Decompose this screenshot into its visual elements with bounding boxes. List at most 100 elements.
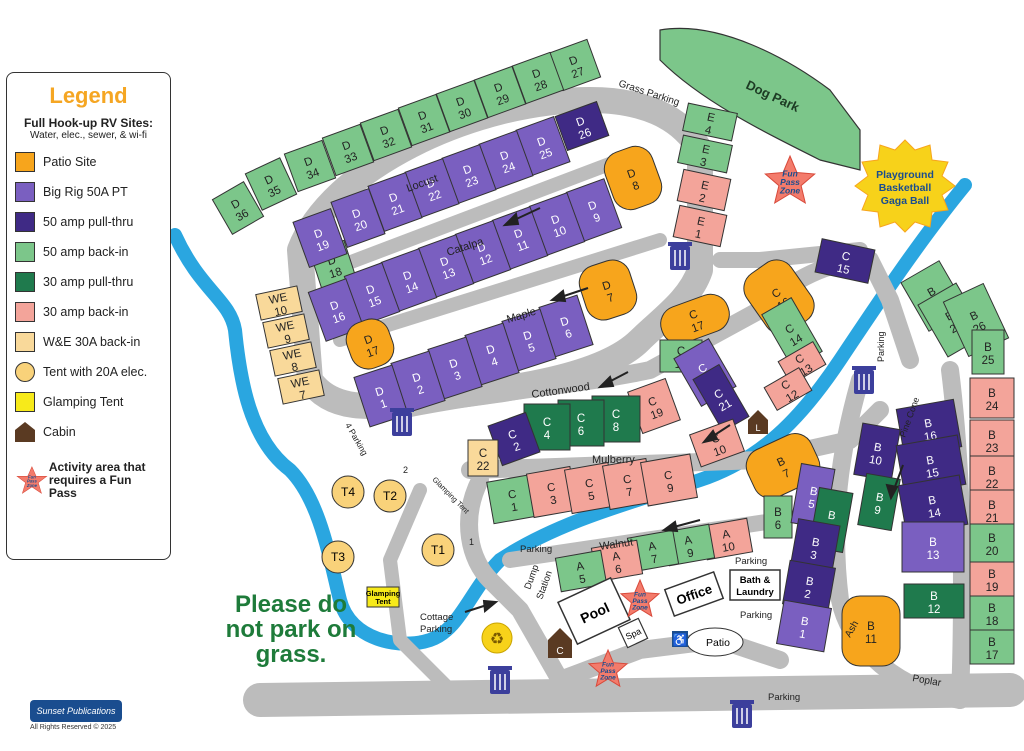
site-letter: D xyxy=(522,329,534,343)
site-number: 1 xyxy=(379,398,389,411)
site-d25: D25 xyxy=(515,115,571,177)
parking-2: 2 xyxy=(403,465,408,475)
site-shape xyxy=(682,102,738,142)
site-shape xyxy=(688,418,746,468)
site-number: 6 xyxy=(578,426,584,438)
site-d33: D33 xyxy=(321,123,375,177)
legend-subtitle: Full Hook-up RV Sites: xyxy=(23,116,154,130)
site-number: 12 xyxy=(928,604,941,616)
site-number: 6 xyxy=(614,563,622,576)
site-d7: D7 xyxy=(578,259,638,321)
site-letter: B xyxy=(805,575,815,588)
site-shape xyxy=(554,549,608,593)
legend-item-label: 50 amp back-in xyxy=(43,245,129,259)
site-shape xyxy=(578,259,638,321)
site-shape xyxy=(763,495,793,539)
site-letter: B xyxy=(988,466,996,478)
site-letter: D xyxy=(425,177,437,191)
site-c15: C15 xyxy=(814,238,876,284)
site-number: 18 xyxy=(986,616,999,628)
trash-cans xyxy=(390,242,876,728)
site-number: 22 xyxy=(986,479,999,491)
site-d8: D8 xyxy=(603,145,663,211)
cabin-c-label: C xyxy=(556,646,563,657)
site-number: 6 xyxy=(564,328,574,341)
recycle-icon xyxy=(481,622,513,654)
site-number: 28 xyxy=(533,79,549,95)
site-d16: D16 xyxy=(307,278,365,342)
funpass-star-icon: Fun Pass Zone xyxy=(16,466,48,494)
site-number: 9 xyxy=(686,547,694,560)
site-letter: B xyxy=(923,417,933,430)
site-d21: D21 xyxy=(367,171,423,233)
legend-swatch xyxy=(15,332,35,352)
fun-pass-text: Pass xyxy=(600,668,616,675)
site-number: 5 xyxy=(527,342,537,355)
playground-label: Playground xyxy=(876,169,934,181)
site-number: 15 xyxy=(367,295,383,311)
site-letter: D xyxy=(485,343,497,357)
site-number: 4 xyxy=(544,430,551,442)
site-number: 16 xyxy=(331,311,347,327)
site-letter: E xyxy=(706,111,716,124)
site-letter: B xyxy=(827,509,837,522)
site-letter: B xyxy=(809,485,819,498)
site-shape xyxy=(763,367,813,411)
fun-pass-text: Pass xyxy=(632,598,648,605)
site-number: 29 xyxy=(495,93,511,109)
site-letter: C xyxy=(546,481,556,494)
site-number: 19 xyxy=(649,407,665,423)
legend-swatch xyxy=(15,182,35,202)
site-d36: D36 xyxy=(211,180,265,236)
site-number: 3 xyxy=(699,156,708,169)
site-letter: D xyxy=(626,167,638,181)
site-number: 9 xyxy=(283,333,292,346)
site-number: 8 xyxy=(290,361,299,374)
site-letter: C xyxy=(622,473,632,486)
site-number: 13 xyxy=(927,550,940,562)
site-letter: C xyxy=(677,346,685,358)
legend-funpass: Fun Pass Zone Activity area that require… xyxy=(15,453,162,507)
site-shape xyxy=(211,180,265,236)
site-number: 7 xyxy=(606,292,616,305)
site-c3: C3 xyxy=(525,465,579,519)
site-shape xyxy=(969,629,1015,665)
site-b25: B25 xyxy=(971,329,1005,375)
site-a10: A10 xyxy=(700,517,754,561)
site-d27: D27 xyxy=(548,38,602,92)
site-letter: WE xyxy=(275,319,296,335)
site-letter: B xyxy=(774,507,782,519)
site-letter: D xyxy=(402,269,414,283)
site-letter: D xyxy=(341,139,353,153)
accessible-glyph: ♿ xyxy=(673,633,688,647)
site-label: T1 xyxy=(431,543,445,557)
site-shape xyxy=(359,108,413,162)
site-letter: B xyxy=(873,441,883,454)
site-shape xyxy=(901,521,965,573)
site-d35: D35 xyxy=(244,157,298,211)
site-d24: D24 xyxy=(478,129,534,191)
site-letter: A xyxy=(647,540,657,553)
svg-text:Zone: Zone xyxy=(26,483,38,488)
site-letter: D xyxy=(303,155,315,169)
site-number: 23 xyxy=(464,175,480,191)
site-number: 9 xyxy=(592,212,602,225)
site-number: 15 xyxy=(925,467,940,481)
site-letter: B xyxy=(984,342,992,354)
site-number: 30 xyxy=(457,107,473,123)
site-letter: D xyxy=(601,279,613,293)
site-number: 24 xyxy=(986,401,999,413)
site-shape xyxy=(971,329,1005,375)
site-letter: B xyxy=(927,494,937,507)
site-number: 7 xyxy=(625,486,633,499)
spa-building xyxy=(617,617,649,649)
dog-park xyxy=(659,28,861,171)
site-number: 3 xyxy=(549,494,557,507)
site-d31: D31 xyxy=(397,93,451,147)
site-letter: C xyxy=(507,428,519,442)
site-letter: B xyxy=(929,537,937,549)
site-letter: A xyxy=(721,528,731,541)
site-shape xyxy=(554,100,610,152)
site-letter: D xyxy=(513,227,525,241)
